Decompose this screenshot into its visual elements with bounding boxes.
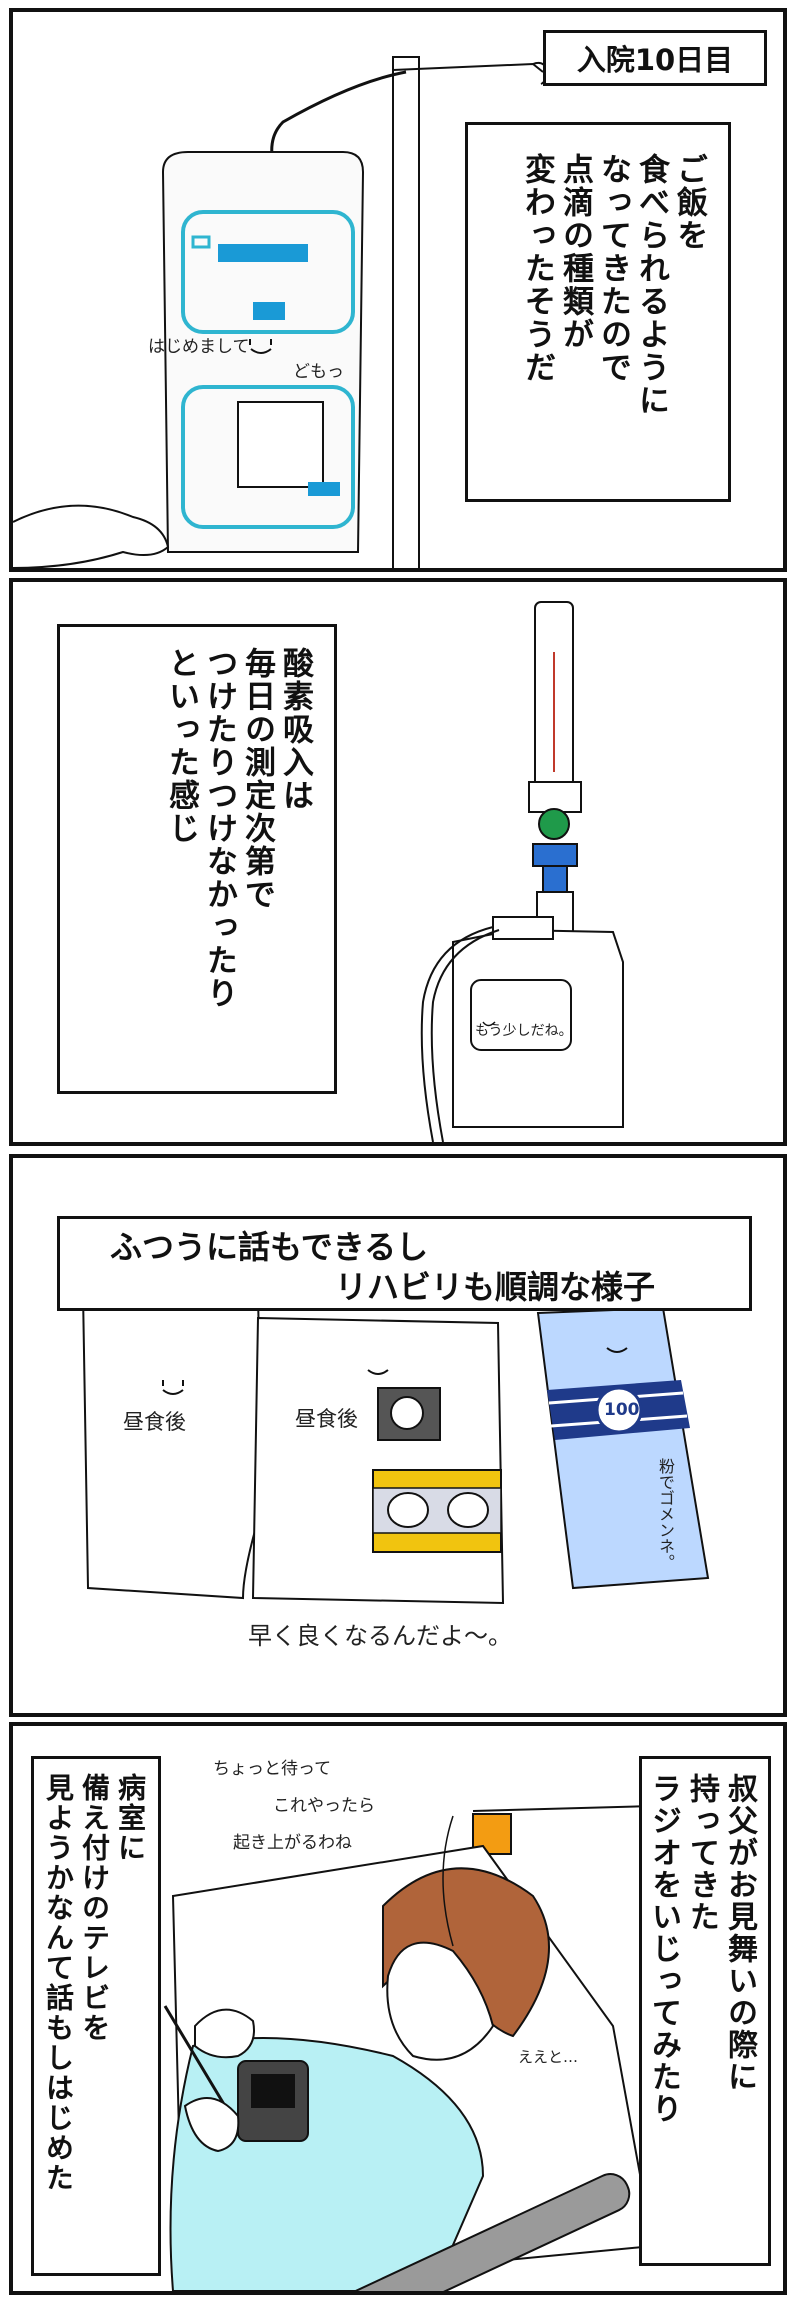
blue-packet-text: 粉でゴメンネ。 [656,1458,675,1570]
patient-bed-illustration [163,1805,655,2291]
medicine-packets-illustration [81,1291,710,1605]
iv-drip-illustration [13,56,550,568]
caption-get-well: 早く良くなるんだよ〜。 [248,1622,512,1650]
badge-100: 100 [604,1400,640,1420]
panel-3-narration: ふつうに話もできるし リハビリも順調な様子 [57,1216,752,1311]
panel-1-narration: ご飯を 食べられるように なってきたので 点滴の種類が 変わったそうだ [465,122,731,502]
packet-2-label: 昼食後 [295,1407,358,1431]
speech-line-1: ちょっと待って [213,1759,332,1779]
speech-line-2: これやったら [273,1796,375,1816]
speech-line-3: 起き上がるわね [233,1833,352,1853]
bag-text-hello: はじめまして [148,337,250,357]
bottle-text: もう少しだね。 [475,1023,573,1039]
narration-line-1: ふつうに話もできるし [110,1228,429,1266]
narration-line-2: リハビリも順調な様子 [335,1268,656,1306]
mutter-text: ええと… [518,2048,579,2066]
panel-2-narration: 酸素吸入は 毎日の測定次第で つけたりつけなかったり といった感じ [57,624,337,1094]
packet-1-label: 昼食後 [123,1410,186,1434]
panel-4: ちょっと待って これやったら 起き上がるわね ええと… 叔父がお見舞いの際に 持… [9,1722,787,2295]
panel-4-narration-left: 病室に 備え付けのテレビを 見ようかなんて話もしはじめた [31,1756,161,2276]
day-tag: 入院10日目 [543,30,767,86]
panel-2: もう少しだね。 酸素吸入は 毎日の測定次第で つけたりつけなかったり といった感… [9,578,787,1146]
panel-4-narration-right: 叔父がお見舞いの際に 持ってきた ラジオをいじってみたり [639,1756,771,2266]
panel-1: はじめまして どもっ 入院10日目 ご飯を 食べられるように なってきたので 点… [9,8,787,572]
oxygen-humidifier-illustration [420,601,624,1142]
panel-3: ふつうに話もできるし リハビリも順調な様子 昼食後 昼食後 100 粉でゴメンネ… [9,1154,787,1717]
bag-text-hi: どもっ [293,362,344,382]
